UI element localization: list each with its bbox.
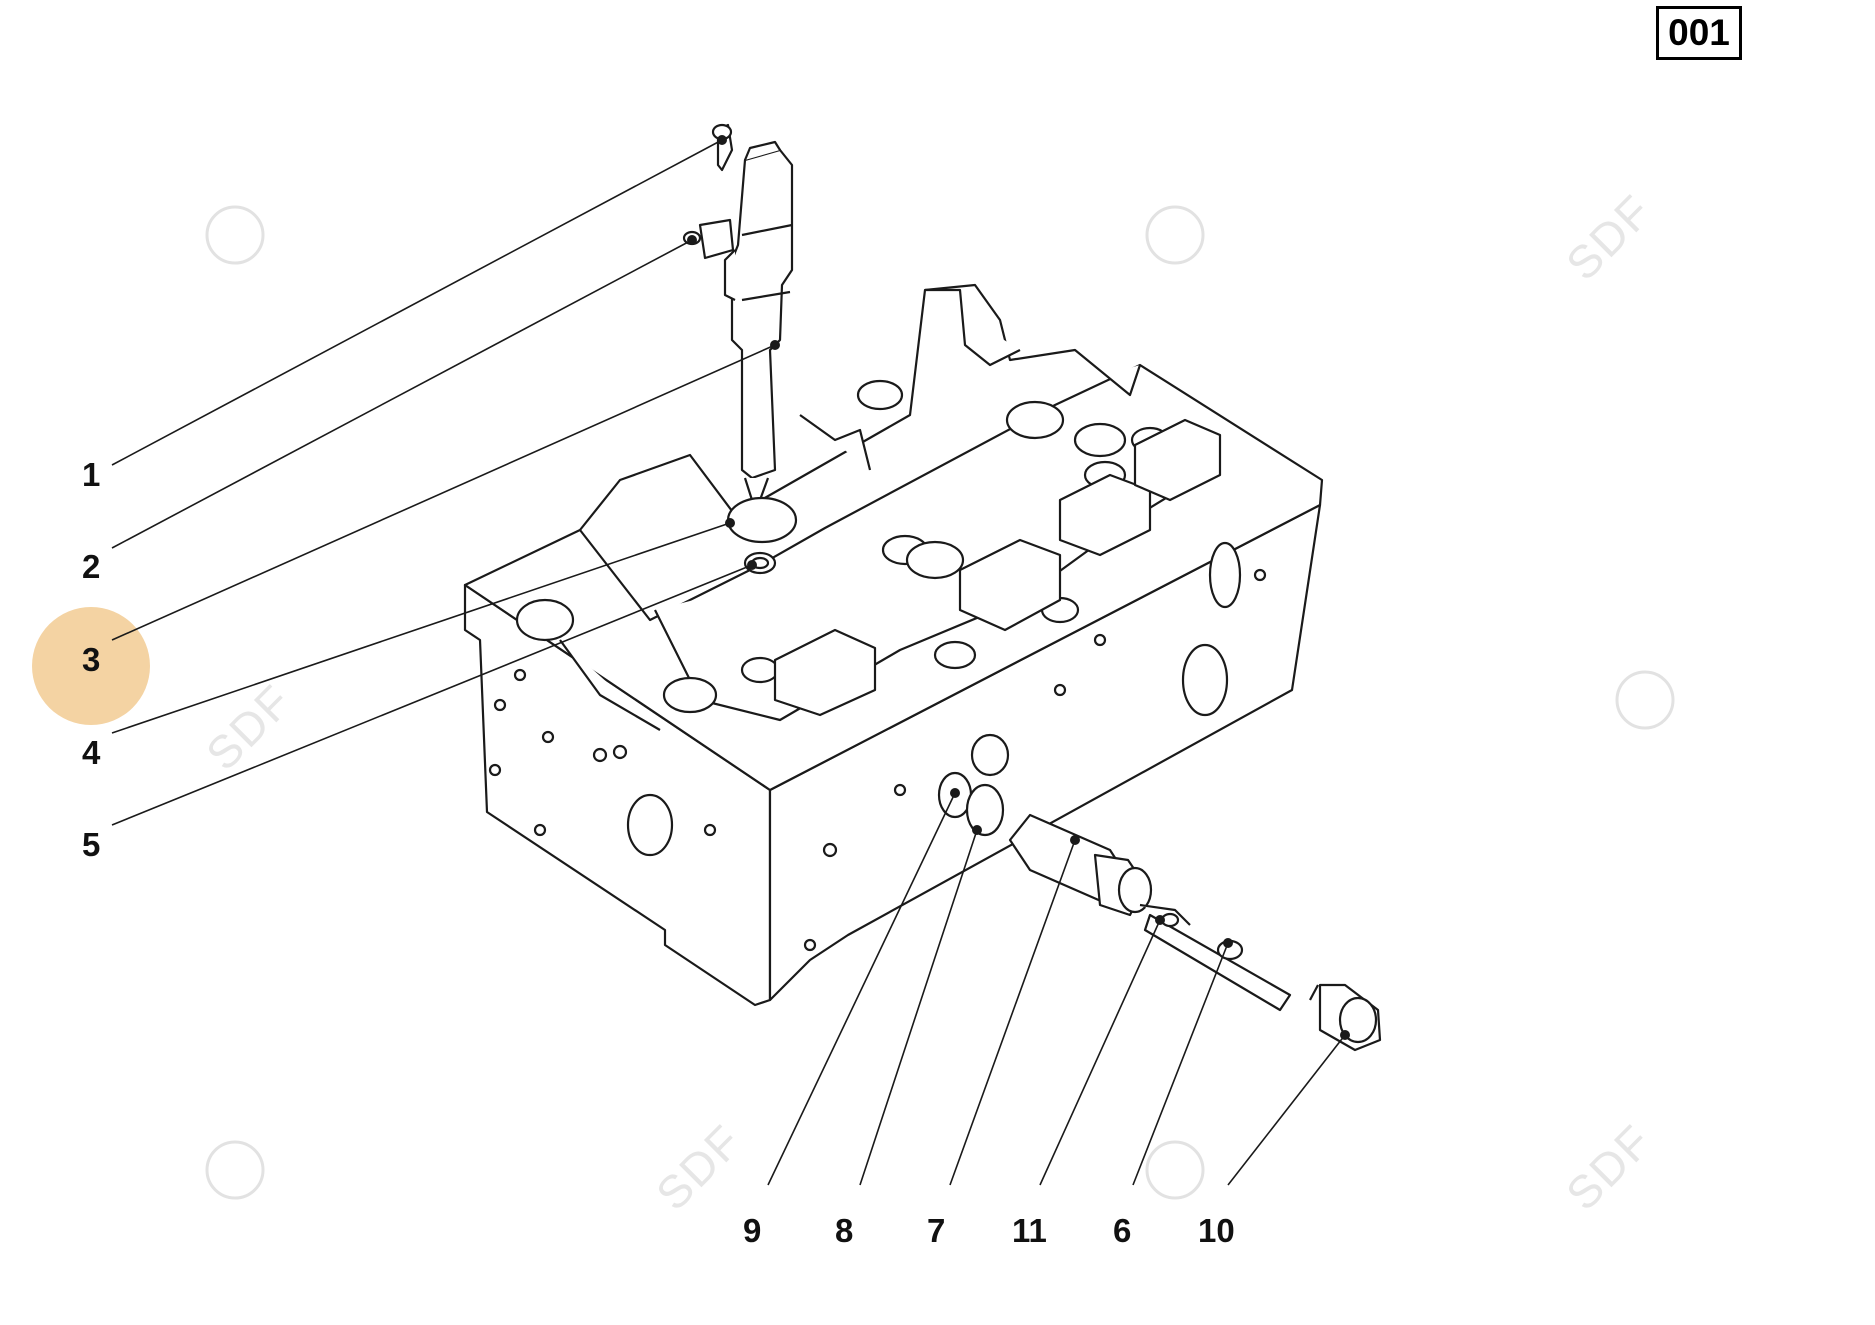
callout-label-6[interactable]: 6	[1113, 1212, 1132, 1249]
callout-label-11[interactable]: 11	[1012, 1212, 1047, 1249]
callout-label-1[interactable]: 1	[82, 456, 101, 493]
page-number-box: 001	[1656, 6, 1742, 60]
callout-label-8[interactable]: 8	[835, 1212, 854, 1249]
leader-lines	[111, 139, 1346, 1186]
highlight-marker	[32, 607, 150, 725]
watermark-logos	[205, 205, 1675, 1200]
callout-label-9[interactable]: 9	[743, 1212, 762, 1249]
cylinder-head-drawing	[463, 283, 1324, 1007]
callout-label-5[interactable]: 5	[82, 826, 101, 863]
valve-assembly-drawing	[1008, 813, 1382, 1052]
callout-label-7[interactable]: 7	[927, 1212, 946, 1249]
leader-dots	[687, 135, 1350, 1040]
callout-label-3[interactable]: 3	[82, 641, 101, 678]
callout-label-4[interactable]: 4	[82, 734, 101, 771]
callout-label-10[interactable]: 10	[1198, 1212, 1235, 1249]
callout-label-2[interactable]: 2	[82, 548, 101, 585]
injector-drawing	[682, 123, 794, 502]
